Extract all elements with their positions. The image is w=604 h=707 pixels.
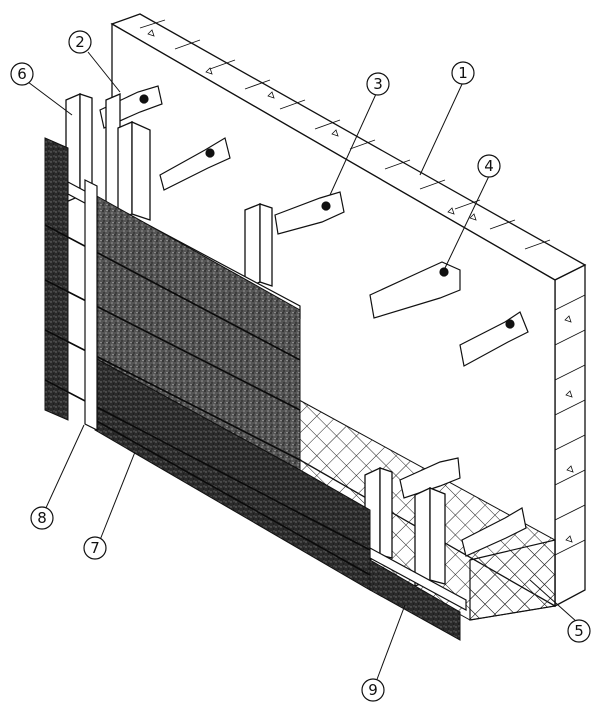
callout-6: 6 bbox=[10, 62, 34, 86]
callout-8: 8 bbox=[30, 506, 54, 530]
callout-4-label: 4 bbox=[484, 157, 494, 175]
callout-9-label: 9 bbox=[368, 681, 378, 699]
wall-brackets bbox=[99, 85, 529, 557]
callout-9: 9 bbox=[361, 678, 385, 702]
leader-lines bbox=[27, 51, 578, 683]
callout-4: 4 bbox=[477, 154, 501, 178]
callout-5: 5 bbox=[567, 619, 591, 643]
callout-3: 3 bbox=[366, 72, 390, 96]
callout-8-label: 8 bbox=[37, 509, 47, 527]
callout-2: 2 bbox=[68, 30, 92, 54]
callout-7-label: 7 bbox=[90, 539, 100, 557]
callout-5-label: 5 bbox=[574, 622, 584, 640]
callout-7: 7 bbox=[83, 536, 107, 560]
callout-1: 1 bbox=[451, 61, 475, 85]
cladding-panels bbox=[44, 137, 461, 641]
callout-3-label: 3 bbox=[373, 75, 383, 93]
vertical-profiles bbox=[65, 93, 446, 587]
callout-6-label: 6 bbox=[17, 65, 27, 83]
callout-1-label: 1 bbox=[458, 64, 468, 82]
vertical-joint-profile bbox=[84, 179, 98, 431]
callout-2-label: 2 bbox=[75, 33, 85, 51]
